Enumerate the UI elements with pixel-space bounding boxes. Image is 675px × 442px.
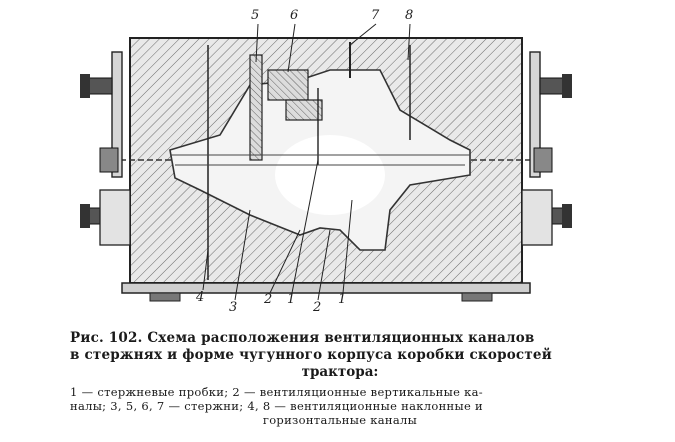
caption-legend-line-2: налы; 3, 5, 6, 7 — стержни; 4, 8 — венти…	[70, 399, 483, 413]
caption-legend-line-3: горизонтальные каналы	[262, 413, 418, 428]
caption-title-line-1: Рис. 102. Схема расположения вентиляцион…	[70, 330, 535, 346]
callout-1a: 1	[287, 292, 296, 307]
figure-caption: Рис. 102. Схема расположения вентиляцион…	[70, 330, 610, 428]
caption-legend-line-1: 1 — стержневые пробки; 2 — вентиляционны…	[70, 384, 483, 399]
casting-mold-diagram	[80, 23, 572, 302]
leader-lines	[202, 23, 411, 301]
callout-1b: 1	[338, 292, 347, 307]
callout-2b: 2	[313, 300, 322, 315]
callout-7: 7	[371, 8, 380, 23]
callout-5: 5	[251, 8, 260, 23]
callout-2a: 2	[264, 292, 273, 307]
caption-title-line-3: трактора:	[301, 363, 379, 380]
callout-8: 8	[405, 8, 414, 23]
flask-clamps	[80, 51, 572, 246]
caption-title-line-2: в стержнях и форме чугунного корпуса кор…	[70, 346, 552, 363]
callout-3: 3	[229, 300, 238, 315]
callout-6: 6	[290, 8, 299, 23]
callout-4: 4	[196, 290, 205, 305]
casting-cavity	[169, 42, 471, 280]
